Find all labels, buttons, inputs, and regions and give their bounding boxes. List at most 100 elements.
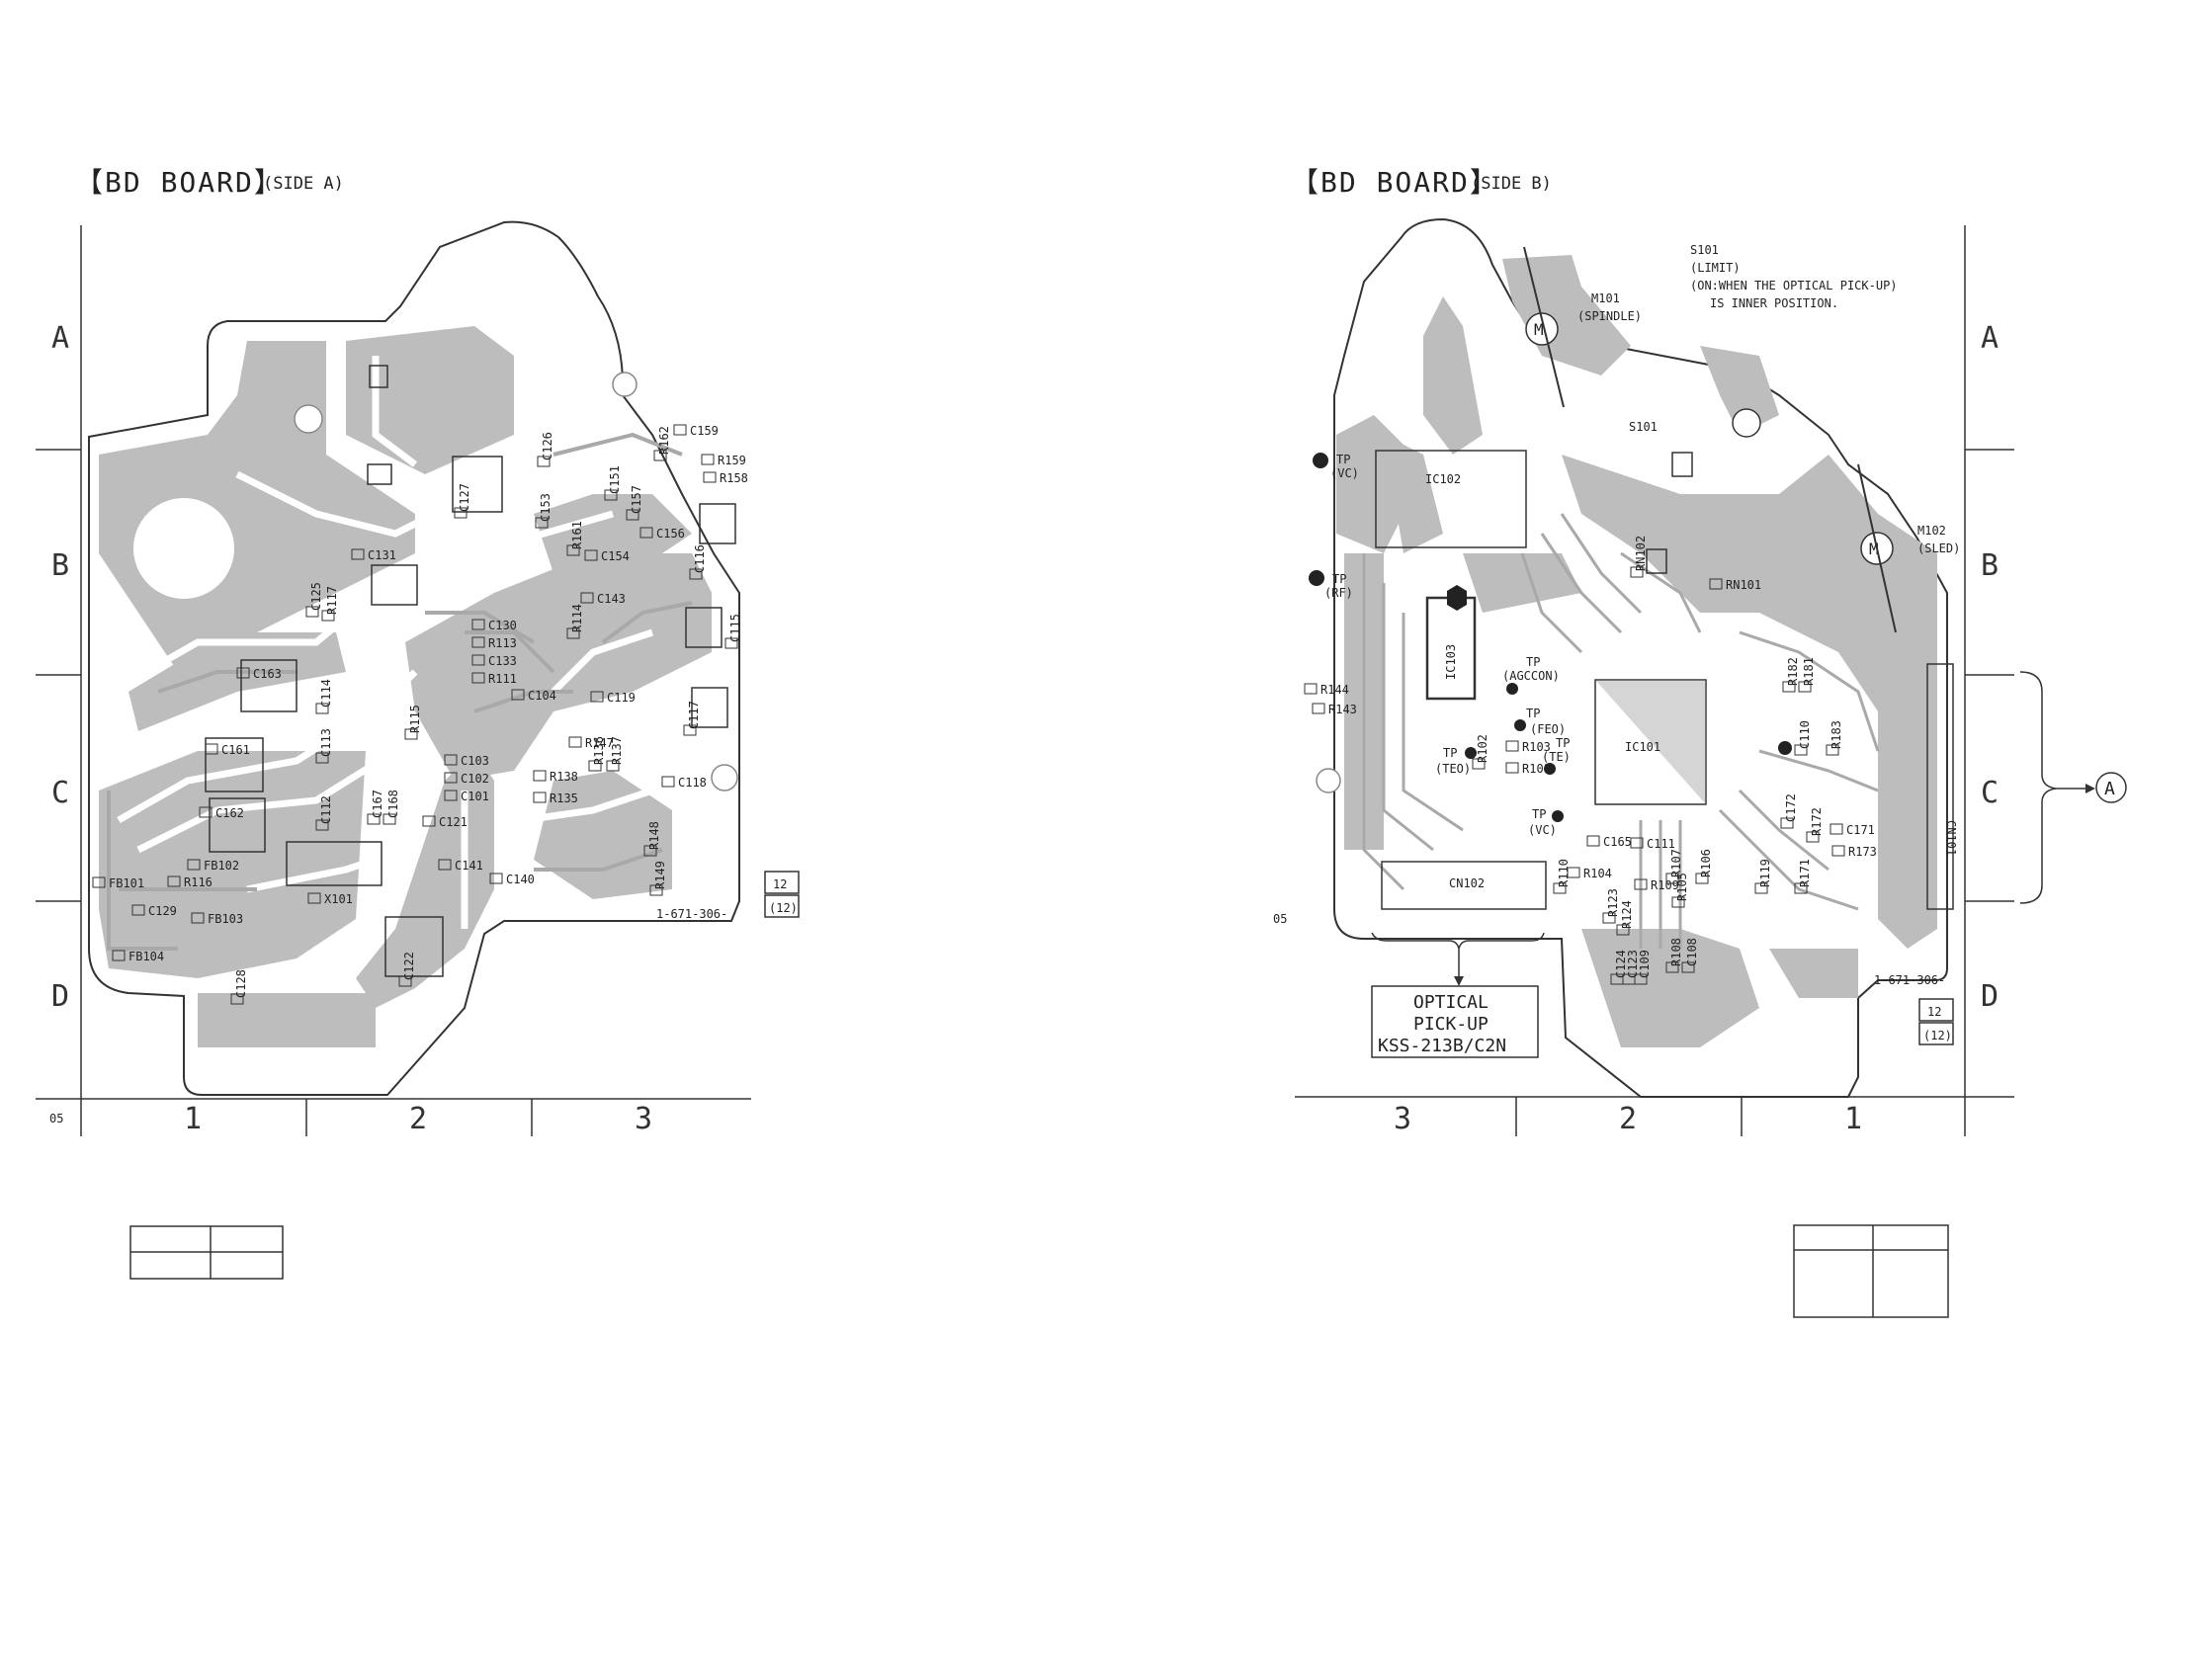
left-label-pad-6 [191, 912, 205, 924]
left-label-c129: C129 [148, 904, 177, 918]
left-label-pad-23 [471, 672, 485, 684]
left-label-x101: X101 [324, 892, 353, 906]
left-label-pad-41 [643, 845, 657, 857]
ic103-marker [1447, 585, 1467, 611]
left-label-pad-34 [590, 691, 604, 703]
right-part-number: 1-671-306- [1874, 973, 1945, 987]
right-label-r105: R105 [1675, 873, 1689, 901]
left-label-pad-15 [305, 606, 319, 618]
m101-name: M101 [1591, 292, 1620, 305]
left-row-d: D [51, 979, 69, 1014]
left-label-c153: C153 [539, 493, 553, 522]
left-label-pad-51 [626, 509, 639, 521]
right-label-r107: R107 [1669, 849, 1683, 877]
right-label-pad-14 [1634, 878, 1648, 890]
test-point-labels: TP(VC)TP(RF)TP(AGCCON)TP(FEO)TP(TEO)TP(T… [1324, 453, 1571, 837]
right-label-pad-23 [1794, 882, 1808, 894]
left-hole-1 [294, 404, 323, 434]
ic101-shade [1595, 680, 1706, 804]
left-label-pad-39 [606, 760, 620, 772]
left-label-pad-56 [701, 454, 715, 465]
right-label-pad-6 [1472, 758, 1486, 770]
optical-line-1: OPTICAL [1413, 992, 1489, 1013]
left-page-box-2 [764, 894, 800, 918]
left-label-c168: C168 [386, 790, 400, 818]
left-label-pad-54 [653, 450, 667, 461]
right-label-r182: R182 [1786, 657, 1800, 686]
left-label-c161: C161 [221, 743, 250, 757]
right-label-r108: R108 [1669, 938, 1683, 966]
left-label-pad-32 [489, 873, 503, 884]
left-label-pad-18 [454, 507, 468, 519]
cn101-label: CN101 [1944, 820, 1958, 856]
left-label-pad-57 [703, 471, 717, 483]
left-label-pad-47 [566, 627, 580, 639]
connector-ref: A [2104, 779, 2115, 799]
right-label-c109: C109 [1638, 950, 1652, 978]
left-frame [36, 225, 751, 1136]
right-label-pad-0 [1630, 566, 1644, 578]
left-label-c133: C133 [488, 654, 517, 668]
left-label-c122: C122 [402, 952, 416, 980]
left-label-pad-31 [438, 859, 452, 871]
right-board-title: 【BD BOARD】 [1291, 166, 1499, 199]
left-label-pad-28 [444, 754, 458, 766]
right-label-pad-20 [1665, 961, 1679, 973]
left-label-pad-49 [566, 544, 580, 556]
left-label-pad-35 [568, 736, 582, 748]
right-row-c: C [1981, 776, 1999, 810]
left-label-pad-14 [315, 703, 329, 714]
tp-2-signal: (AGCCON) [1502, 669, 1560, 683]
left-label-pad-50 [604, 489, 618, 501]
left-label-pad-53 [639, 527, 653, 539]
right-label-pad-13 [1695, 873, 1709, 884]
optical-line-2: PICK-UP [1413, 1014, 1489, 1035]
left-label-c141: C141 [455, 859, 483, 873]
left-label-pad-4 [92, 876, 106, 888]
left-label-c159: C159 [690, 424, 719, 438]
right-traces [1362, 513, 1880, 949]
right-label-r183: R183 [1829, 720, 1843, 749]
tp-5-signal: (TE) [1542, 750, 1571, 764]
right-label-r104: R104 [1583, 867, 1612, 880]
tp-3-name: TP [1526, 707, 1540, 720]
tp-vc-dot [1313, 453, 1328, 468]
pickup-arrow-head [1454, 976, 1464, 986]
left-label-pad-26 [383, 813, 396, 825]
left-label-fb101: FB101 [109, 876, 144, 890]
left-label-pad-29 [444, 772, 458, 784]
left-label-pad-44 [689, 568, 703, 580]
s101-switch-icon [1732, 408, 1761, 438]
left-label-r159: R159 [718, 454, 746, 467]
left-label-c167: C167 [371, 790, 384, 818]
right-label-rn102: RN102 [1634, 536, 1648, 571]
left-label-r135: R135 [550, 791, 578, 805]
right-page-box-2 [1918, 1022, 1954, 1045]
left-label-pad-3 [187, 859, 201, 871]
cn101-arrow-head [2085, 784, 2095, 793]
right-label-r143: R143 [1328, 703, 1357, 716]
s101-function: (LIMIT) [1690, 261, 1741, 275]
right-label-pad-24 [1780, 817, 1794, 829]
tp-1-name: TP [1332, 572, 1346, 586]
left-hole-3 [711, 764, 738, 791]
right-label-pad-11 [1665, 873, 1679, 884]
ic102-label: IC102 [1425, 472, 1461, 486]
left-label-c116: C116 [693, 544, 707, 573]
left-label-pad-1 [205, 743, 218, 755]
right-page: 12 [1927, 1005, 1941, 1019]
left-label-pad-45 [724, 637, 738, 649]
left-label-c140: C140 [506, 873, 535, 886]
left-label-pad-55 [673, 424, 687, 436]
m101-function: (SPINDLE) [1577, 309, 1642, 323]
left-label-r111: R111 [488, 672, 517, 686]
right-label-r110: R110 [1557, 859, 1571, 887]
left-label-c151: C151 [608, 465, 622, 494]
left-label-pad-7 [131, 904, 145, 916]
right-label-pad-9 [1553, 882, 1567, 894]
right-label-pad-21 [1681, 961, 1695, 973]
right-hole-1 [1316, 768, 1341, 793]
tp-0-name: TP [1336, 453, 1350, 466]
right-label-pad-7 [1586, 835, 1600, 847]
